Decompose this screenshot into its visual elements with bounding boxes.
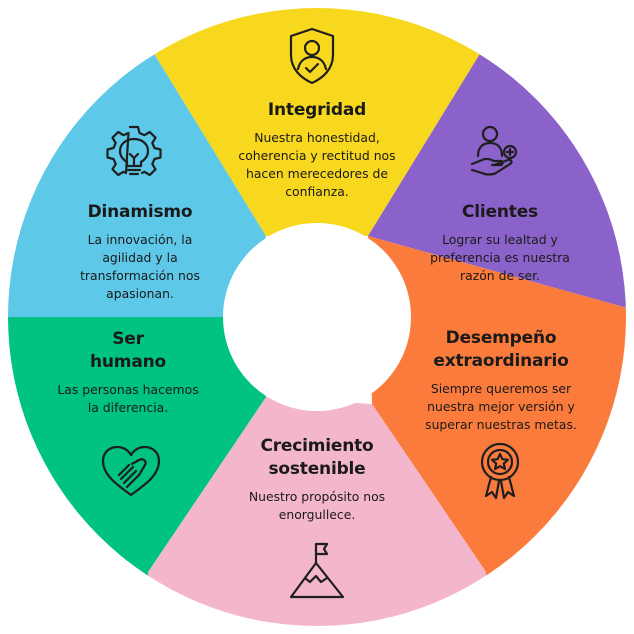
segment-crecimiento-title: Crecimiento sostenible xyxy=(260,436,374,479)
person-in-hand-icon xyxy=(468,124,524,180)
segment-crecimiento xyxy=(148,397,486,626)
segment-integridad-description: Nuestra honestidad, coherencia y rectitu… xyxy=(238,130,396,199)
segment-ser-humano-text: Ser humano Las personas hacemos la difer… xyxy=(28,328,228,417)
hand-heart-icon xyxy=(99,444,163,498)
mountain-flag-icon xyxy=(289,541,345,601)
segment-integridad xyxy=(153,8,481,236)
segment-desempeno-description: Siempre queremos ser nuestra mejor versi… xyxy=(425,381,577,432)
segment-ser-humano-title: Ser humano xyxy=(90,329,166,372)
segment-dinamismo-title: Dinamismo xyxy=(87,202,193,222)
gear-lightbulb-icon xyxy=(106,124,162,180)
segment-desempeno-text: Desempeño extraordinario Siempre queremo… xyxy=(396,327,606,434)
award-medal-icon xyxy=(477,441,523,501)
segment-crecimiento-text: Crecimiento sostenible Nuestro propósito… xyxy=(212,435,422,524)
segment-dinamismo-description: La innovación, la agilidad y la transfor… xyxy=(80,232,200,301)
shield-person-icon xyxy=(287,27,337,85)
center-circle xyxy=(223,223,411,411)
segment-clientes-text: Clientes Lograr su lealtad y preferencia… xyxy=(395,201,605,285)
segment-integridad-title: Integridad xyxy=(267,100,367,120)
segment-clientes-description: Lograr su lealtad y preferencia es nuest… xyxy=(430,232,570,283)
segment-dinamismo-text: Dinamismo La innovación, la agilidad y l… xyxy=(35,201,245,303)
segment-clientes-title: Clientes xyxy=(462,202,538,222)
segment-integridad-text: Integridad Nuestra honestidad, coherenci… xyxy=(212,99,422,201)
segment-desempeno-title: Desempeño extraordinario xyxy=(433,328,569,371)
segment-crecimiento-description: Nuestro propósito nos enorgullece. xyxy=(248,489,386,522)
segment-ser-humano-description: Las personas hacemos la diferencia. xyxy=(57,382,199,415)
